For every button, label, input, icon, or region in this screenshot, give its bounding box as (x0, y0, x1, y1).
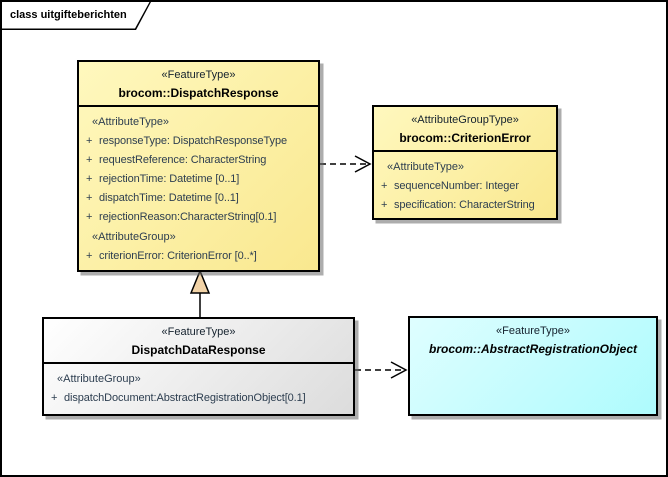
attribute-text: rejectionTime: Datetime [0..1] (99, 173, 240, 185)
stereotype-label: «FeatureType» (496, 325, 570, 337)
class-name: brocom::AbstractRegistrationObject (428, 342, 638, 356)
section-heading: «AttributeGroup» (57, 373, 141, 385)
visibility-marker: + (381, 199, 388, 211)
attribute-row: + dispatchTime: Datetime [0..1] (83, 189, 316, 208)
attribute-text: rejectionReason:CharacterString[0.1] (99, 211, 277, 223)
class-header: «FeatureType» brocom::AbstractRegistrati… (410, 318, 656, 361)
attribute-text: responseType: DispatchResponseType (99, 135, 287, 147)
class-dispatch-response[interactable]: «FeatureType» brocom::DispatchResponse «… (77, 60, 320, 272)
attribute-row: + specification: CharacterString (378, 196, 554, 215)
attribute-text: dispatchTime: Datetime [0..1] (99, 192, 239, 204)
attribute-row: + criterionError: CriterionError [0..*] (83, 247, 316, 266)
visibility-marker: + (86, 250, 93, 262)
stereotype-label: «AttributeGroupType» (411, 114, 519, 126)
visibility-marker: + (51, 392, 58, 404)
class-header: «FeatureType» DispatchDataResponse (44, 319, 353, 364)
attribute-row: + rejectionReason:CharacterString[0.1] (83, 208, 316, 227)
attribute-text: specification: CharacterString (394, 199, 535, 211)
class-header: «AttributeGroupType» brocom::CriterionEr… (374, 107, 556, 152)
class-abstract-registration-object[interactable]: «FeatureType» brocom::AbstractRegistrati… (408, 316, 658, 416)
class-name: brocom::DispatchResponse (118, 86, 279, 100)
attribute-text: sequenceNumber: Integer (394, 180, 519, 192)
attribute-row: + dispatchDocument:AbstractRegistrationO… (48, 389, 351, 408)
diagram-title: class uitgifteberichten (2, 2, 150, 29)
generalization-connector[interactable] (189, 269, 211, 318)
attribute-text: dispatchDocument:AbstractRegistrationObj… (64, 392, 306, 404)
attribute-row: + requestReference: CharacterString (83, 151, 316, 170)
triangle-arrowhead-icon (189, 269, 211, 294)
attribute-text: requestReference: CharacterString (99, 154, 267, 166)
visibility-marker: + (381, 180, 388, 192)
visibility-marker: + (86, 173, 93, 185)
class-name: brocom::CriterionError (399, 131, 531, 145)
dependency-connector-criterionerror[interactable] (320, 155, 372, 173)
attribute-text: criterionError: CriterionError [0..*] (99, 250, 257, 262)
class-dispatch-data-response[interactable]: «FeatureType» DispatchDataResponse «Attr… (42, 317, 355, 416)
attribute-row: + rejectionTime: Datetime [0..1] (83, 170, 316, 189)
class-criterion-error[interactable]: «AttributeGroupType» brocom::CriterionEr… (372, 105, 558, 220)
stereotype-label: «FeatureType» (161, 326, 236, 338)
class-header: «FeatureType» brocom::DispatchResponse (79, 62, 318, 107)
section-heading: «AttributeType» (92, 116, 170, 128)
stereotype-label: «FeatureType» (161, 69, 236, 81)
attributes-compartment: «AttributeType» + sequenceNumber: Intege… (374, 152, 556, 217)
attributes-compartment: «AttributeGroup» + dispatchDocument:Abst… (44, 364, 353, 410)
visibility-marker: + (86, 135, 93, 147)
visibility-marker: + (86, 192, 93, 204)
attribute-row: + responseType: DispatchResponseType (83, 132, 316, 151)
attribute-row: + sequenceNumber: Integer (378, 177, 554, 196)
diagram-title-tab: class uitgifteberichten (2, 2, 151, 30)
attributes-compartment: «AttributeType» + responseType: Dispatch… (79, 107, 318, 268)
section-heading: «AttributeType» (387, 161, 465, 173)
visibility-marker: + (86, 154, 93, 166)
section-heading: «AttributeGroup» (92, 231, 176, 243)
open-arrowhead-icon (354, 155, 372, 173)
dependency-connector-abstractregistrationobject[interactable] (355, 361, 408, 379)
visibility-marker: + (86, 211, 93, 223)
open-arrowhead-icon (390, 361, 408, 379)
class-name: DispatchDataResponse (131, 343, 266, 357)
